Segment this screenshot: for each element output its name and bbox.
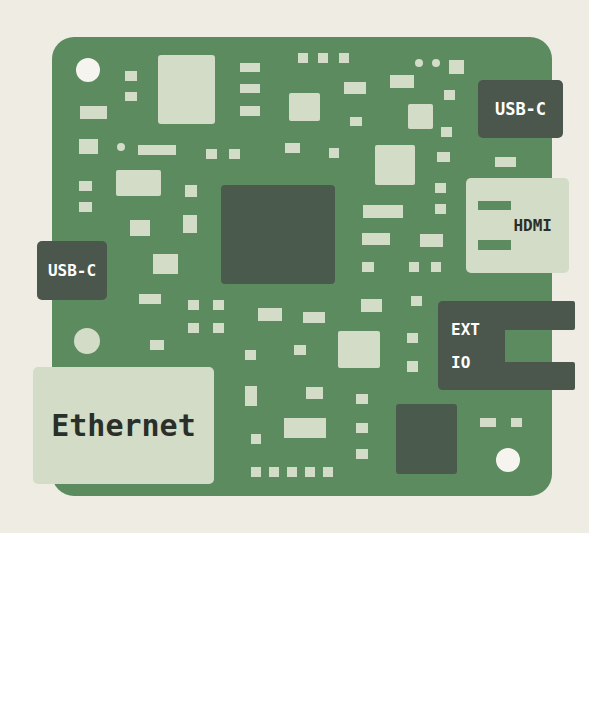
usb-c-port: USB-C bbox=[37, 241, 107, 300]
background bbox=[0, 0, 589, 533]
usb-c-port: USB-C bbox=[478, 80, 563, 138]
hdmi-port: HDMI bbox=[466, 178, 569, 273]
port-label: USB-C bbox=[495, 99, 546, 119]
port-label: EXT IO bbox=[451, 313, 480, 379]
mounting-hole bbox=[496, 448, 520, 472]
port-label: HDMI bbox=[513, 216, 552, 235]
port-label: USB-C bbox=[48, 261, 96, 280]
chip bbox=[396, 404, 457, 474]
ethernet-port: Ethernet bbox=[33, 367, 214, 484]
header-outline bbox=[438, 301, 575, 390]
processor-chip bbox=[221, 185, 335, 284]
mounting-hole bbox=[76, 58, 100, 82]
port-label: Ethernet bbox=[51, 408, 196, 444]
ext-io-header: EXT IO bbox=[438, 301, 575, 390]
